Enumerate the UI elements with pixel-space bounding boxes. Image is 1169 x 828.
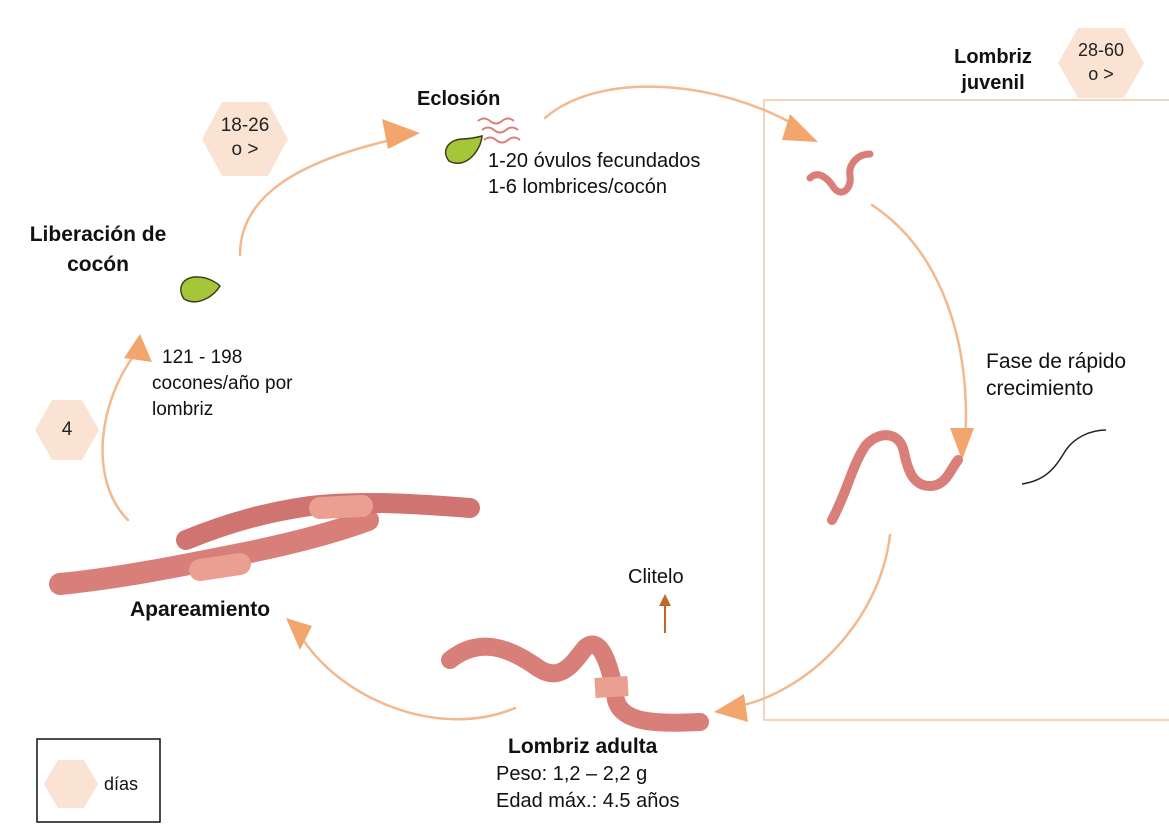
hatching-cocoon-icon <box>446 136 482 163</box>
adult-title: Lombriz adulta <box>508 735 657 759</box>
adult-worm-icon <box>450 644 700 722</box>
rapid-growth-label: Fase de rápido crecimiento <box>986 348 1126 402</box>
cocoon-production-line3: lombriz <box>152 397 293 423</box>
adult-max-age: Edad máx.: 4.5 años <box>496 790 679 813</box>
rapid-growth-line2: crecimiento <box>986 375 1126 402</box>
cocoon-release-title-line1: Liberación de <box>10 220 186 250</box>
duration-juvenile-line2: o > <box>1058 62 1144 86</box>
growing-worm-icon <box>832 435 958 520</box>
juvenile-title-line2: juvenil <box>938 70 1048 96</box>
cocoon-release-title: Liberación de cocón <box>10 220 186 280</box>
hatchling-worms-icon <box>478 119 520 143</box>
arrowhead-hatching <box>382 119 420 149</box>
mating-worms-icon <box>60 503 470 584</box>
hatching-title: Eclosión <box>417 88 500 111</box>
juvenile-title-line1: Lombriz <box>938 44 1048 70</box>
arrowhead-cocoon <box>124 334 152 362</box>
duration-hatching: 18-26 o > <box>202 114 288 162</box>
duration-juvenile-line1: 28-60 <box>1058 38 1144 62</box>
juvenile-worm-icon <box>810 154 870 192</box>
growth-curve-icon <box>1022 430 1106 484</box>
adult-weight: Peso: 1,2 – 2,2 g <box>496 763 647 786</box>
rapid-growth-line1: Fase de rápido <box>986 348 1126 375</box>
arrow-juvenile-to-growth <box>872 205 966 445</box>
legend-label: días <box>104 774 138 795</box>
arrowhead-growth <box>950 428 974 460</box>
legend-hexagon-icon <box>44 760 98 808</box>
hatching-eggs: 1-20 óvulos fecundados <box>488 150 700 173</box>
arrowhead-juvenile <box>782 114 818 142</box>
cocoon-production-line1: 121 - 198 <box>152 345 293 371</box>
arrowhead-adult <box>714 694 748 722</box>
cocoon-icon <box>181 277 220 302</box>
juvenile-title: Lombriz juvenil <box>938 44 1048 96</box>
duration-hatching-line2: o > <box>202 138 288 162</box>
arrow-growth-to-adult <box>740 535 890 706</box>
clitellum-arrowhead <box>659 594 671 606</box>
duration-hatching-line1: 18-26 <box>202 114 288 138</box>
cocoon-production: 121 - 198 cocones/año por lombriz <box>152 345 293 423</box>
hatching-worms: 1-6 lombrices/cocón <box>488 176 667 199</box>
arrow-mating-to-cocoon <box>103 350 138 520</box>
cocoon-production-line2: cocones/año por <box>152 371 293 397</box>
mating-title: Apareamiento <box>130 598 270 622</box>
duration-mating-line1: 4 <box>35 418 99 442</box>
cocoon-release-title-line2: cocón <box>10 250 186 280</box>
duration-juvenile: 28-60 o > <box>1058 38 1144 86</box>
clitellum-label: Clitelo <box>628 566 684 589</box>
arrow-hatching-to-juvenile <box>545 87 800 128</box>
duration-mating: 4 <box>35 418 99 442</box>
